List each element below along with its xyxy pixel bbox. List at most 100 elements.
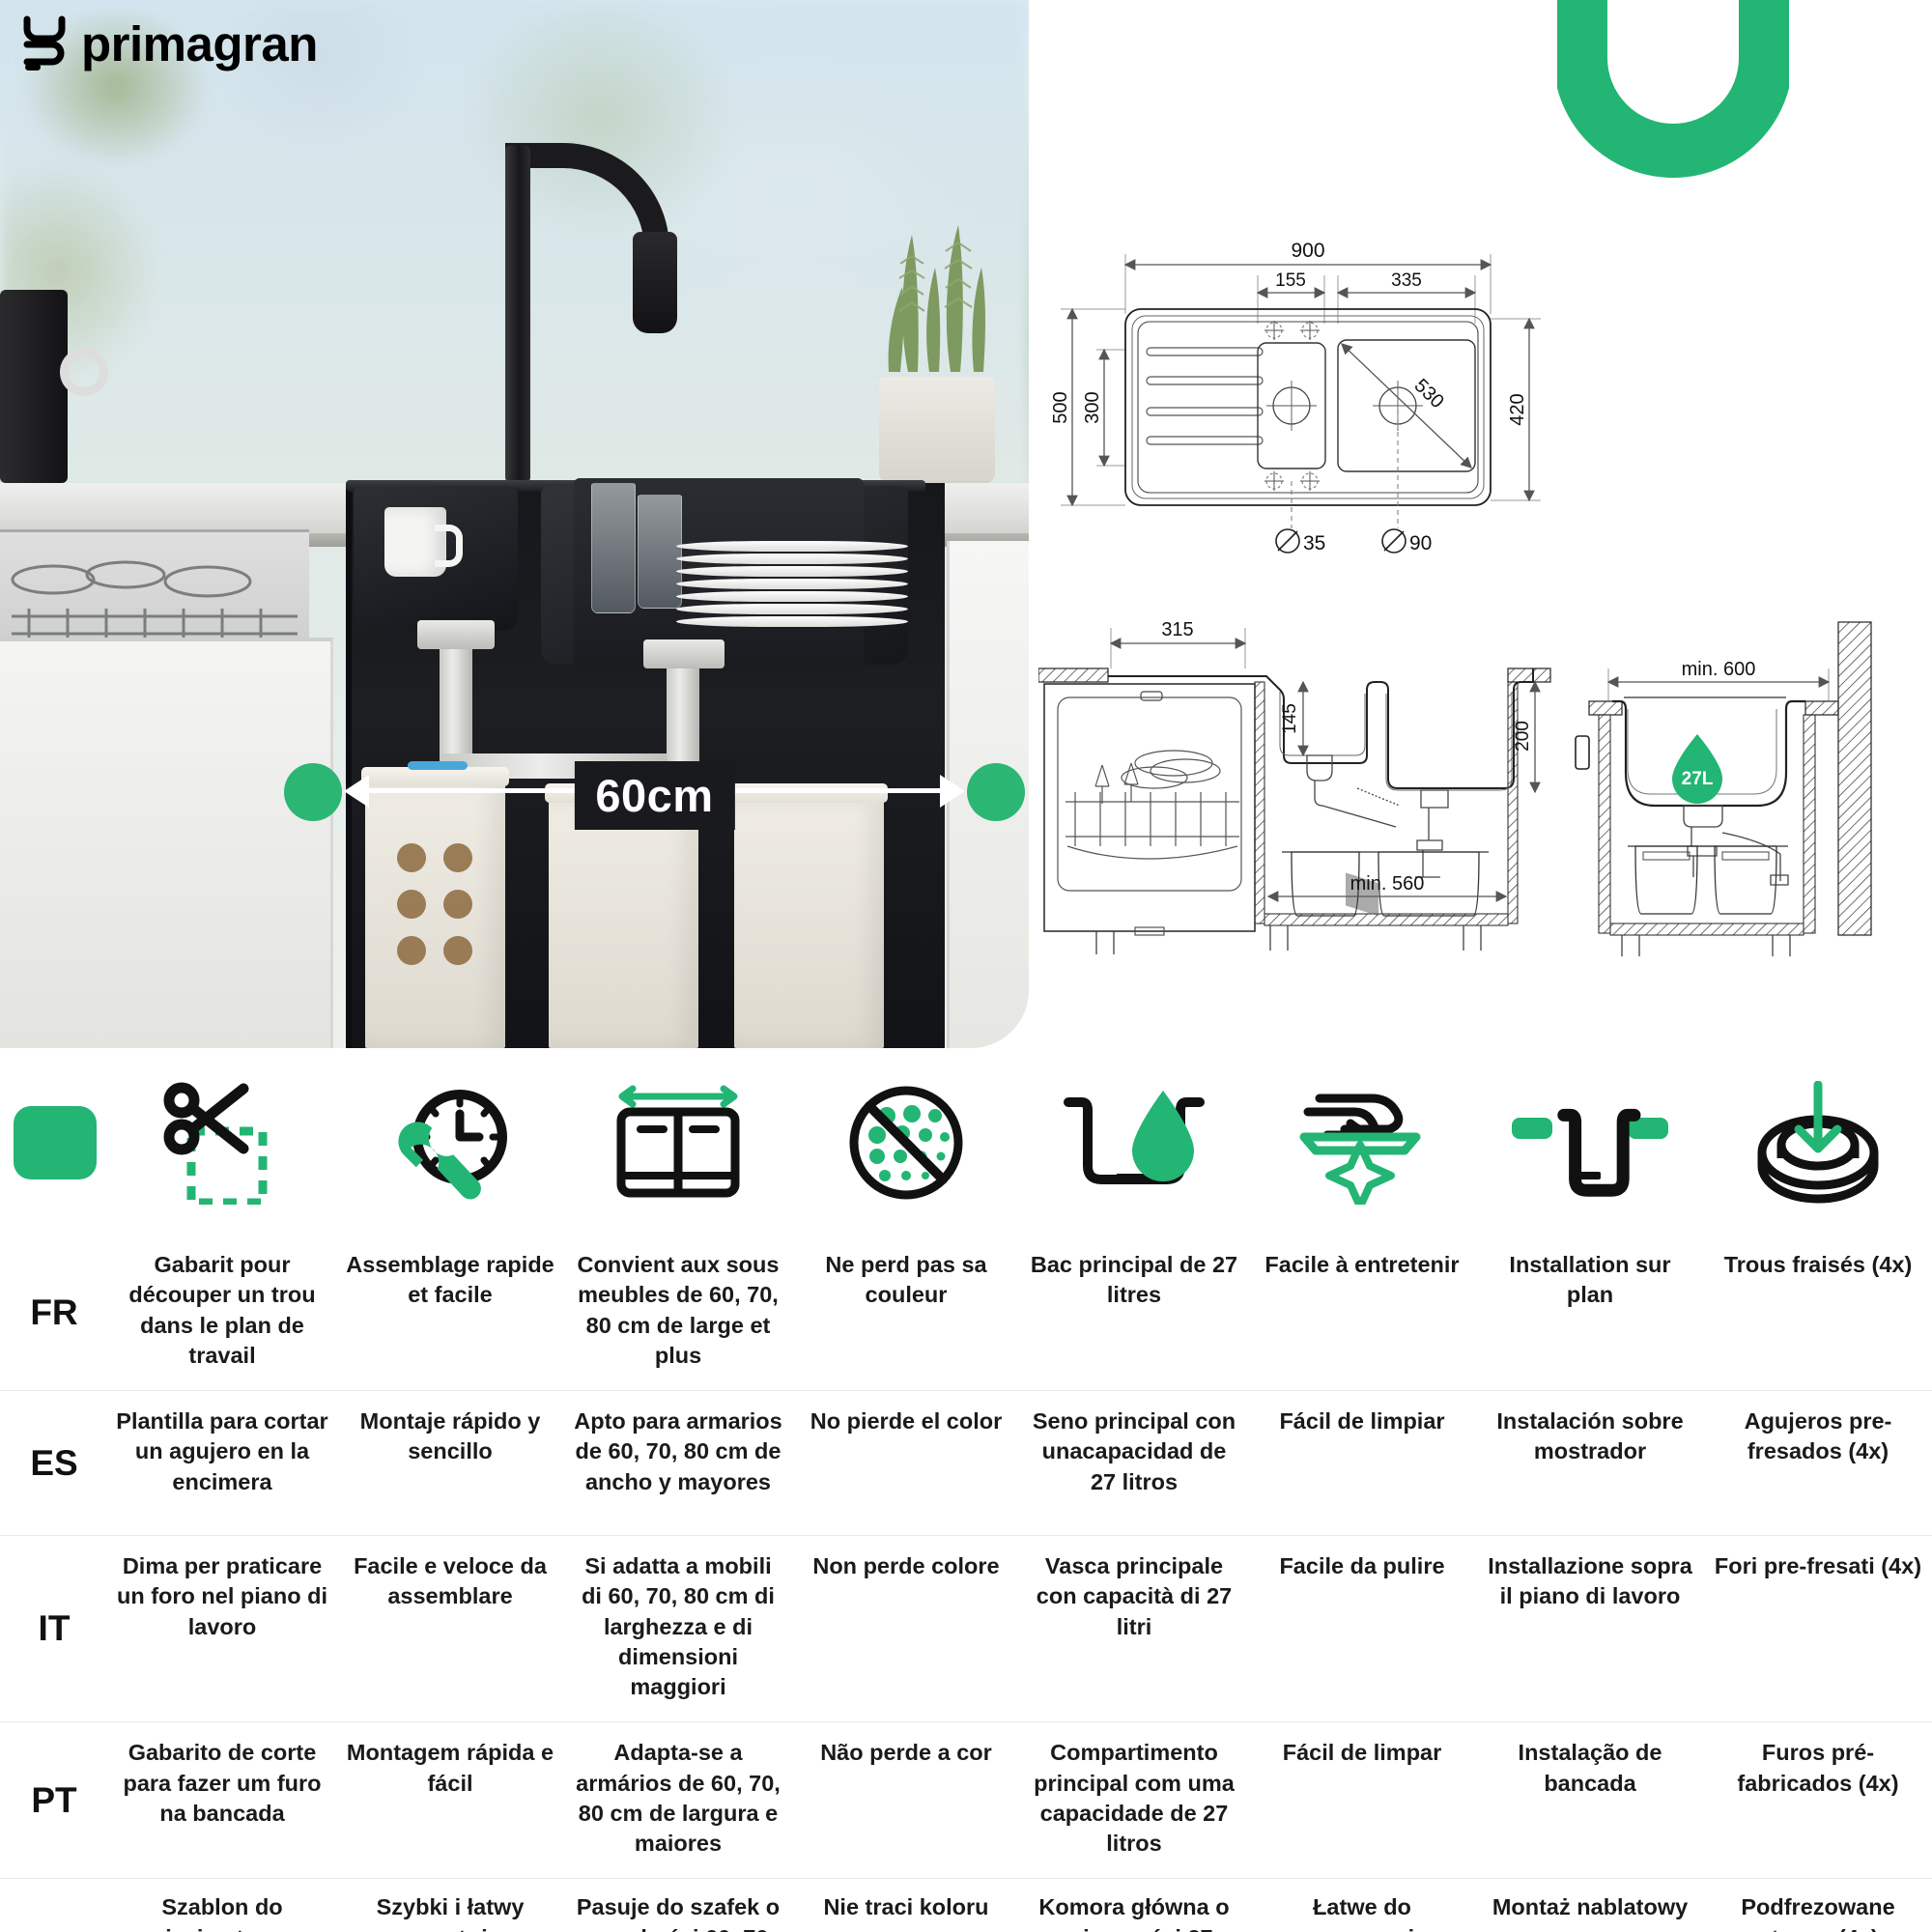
feature-text: Podfrezowane otwory (4x): [1741, 1894, 1895, 1932]
measure-arrow-left: [344, 775, 369, 808]
svg-text:155: 155: [1275, 270, 1306, 291]
feature-text: Gabarito de corte para fazer um furo na …: [123, 1740, 322, 1826]
feature-text: Vasca principale con capacità di 27 litr…: [1036, 1553, 1233, 1639]
waste-bin: [545, 783, 702, 1048]
svg-text:900: 900: [1291, 240, 1324, 262]
drain-pipe: [440, 638, 472, 763]
feature-text: Apto para armarios de 60, 70, 80 cm de a…: [574, 1408, 782, 1494]
brand-logo: primagran: [23, 15, 318, 71]
feature-text: Gabarit pour découper un trou dans le pl…: [128, 1252, 316, 1368]
feature-text: Plantilla para cortar un agujero en la e…: [116, 1408, 328, 1494]
table-row: FR Gabarit pour découper un trou dans le…: [0, 1235, 1932, 1390]
svg-text:27L: 27L: [1682, 769, 1714, 789]
feature-text: Szablon do wycięcia otworu w blacie: [123, 1894, 322, 1932]
brand-name: primagran: [81, 15, 318, 71]
feature-text: Installazione sopra il piano di lavoro: [1488, 1553, 1692, 1609]
no-fade-icon: [849, 1086, 963, 1199]
lang-code: IT: [38, 1608, 71, 1649]
section-right-drawing: min. 600: [1575, 621, 1872, 956]
feature-text: Montagem rápida e fácil: [346, 1740, 554, 1796]
svg-text:145: 145: [1280, 703, 1300, 734]
feature-text: Facile à entretenir: [1264, 1252, 1460, 1277]
dim-315: 315: [1109, 619, 1247, 649]
svg-text:500: 500: [1050, 391, 1071, 423]
icon-cell-clean: [1248, 1053, 1476, 1232]
feature-text: Instalação de bancada: [1518, 1740, 1662, 1796]
milled-hole-arrow-icon: [1757, 1080, 1879, 1203]
dishwasher-door: [0, 638, 333, 1048]
capacity-badge-27l: 27L: [1672, 734, 1722, 804]
feature-text: Facile e veloce da assemblare: [354, 1553, 547, 1609]
feature-text: Instalación sobre mostrador: [1496, 1408, 1684, 1464]
svg-text:min. 560: min. 560: [1350, 873, 1425, 895]
dim-530: 530: [1341, 343, 1472, 469]
table-row: PT Gabarito de corte para fazer um furo …: [0, 1721, 1932, 1878]
feature-text: Szybki i łatwy montaż: [376, 1894, 525, 1932]
feature-text: Não perde a cor: [820, 1740, 992, 1766]
feature-text: Ne perd pas sa couleur: [825, 1252, 987, 1308]
measure-end-left: [284, 763, 342, 821]
drinking-glass: [638, 495, 682, 609]
feature-text: Dima per praticare un foro nel piano di …: [116, 1553, 327, 1639]
cavity-edge: [346, 483, 352, 1048]
plan-view-drawing: 900 155 335 500: [1050, 240, 1541, 554]
color-swatch-icon: [14, 1105, 97, 1179]
dim-335: 335: [1336, 270, 1477, 298]
dim-155: 155: [1256, 270, 1326, 298]
feature-text: Nie traci koloru: [823, 1894, 989, 1920]
sink-waterdrop-icon: [1064, 1090, 1205, 1184]
feature-text: Convient aux sous meubles de 60, 70, 80 …: [577, 1252, 780, 1368]
lang-code: FR: [30, 1292, 78, 1332]
icon-cell-holes: [1704, 1053, 1932, 1232]
svg-text:335: 335: [1391, 270, 1422, 291]
measure-end-right: [967, 763, 1025, 821]
waste-bin: [361, 761, 509, 1048]
svg-text:300: 300: [1082, 391, 1103, 423]
plant-pot: [879, 377, 995, 483]
feature-text: Trous fraisés (4x): [1723, 1252, 1913, 1277]
dim-420: 420: [1507, 317, 1535, 502]
feature-text: Si adatta a mobili di 60, 70, 80 cm di l…: [582, 1553, 775, 1699]
sink-strainer: [643, 639, 724, 668]
dim-min-560: min. 560: [1266, 873, 1508, 902]
feature-text: Fori pre-fresati (4x): [1714, 1553, 1922, 1578]
icon-cell-lang-spacer: [0, 1053, 108, 1232]
soap-dispenser: [0, 290, 68, 483]
icon-cell-capacity: [1020, 1053, 1248, 1232]
svg-text:90: 90: [1409, 532, 1432, 554]
table-row: IT Dima per praticare un foro nel piano …: [0, 1535, 1932, 1721]
table-row: ES Plantilla para cortar un agujero en l…: [0, 1390, 1932, 1535]
measure-label: 60cm: [574, 761, 735, 830]
svg-text:35: 35: [1303, 532, 1325, 554]
feature-text: Facile da pulire: [1279, 1553, 1445, 1578]
icon-cell-colorfast: [792, 1053, 1020, 1232]
hand-clean-sparkle-icon: [1299, 1094, 1421, 1205]
lang-code: ES: [30, 1442, 78, 1483]
table-row: PL Szablon do wycięcia otworu w blacie S…: [0, 1878, 1932, 1932]
dishwasher-basket: [10, 541, 299, 647]
feature-text: Fácil de limpar: [1282, 1740, 1442, 1766]
feature-text: Fácil de limpiar: [1279, 1408, 1445, 1434]
drinking-glass: [591, 483, 636, 613]
svg-text:315: 315: [1161, 619, 1193, 640]
icon-cell-install: [1476, 1053, 1704, 1232]
faucet-column: [505, 145, 530, 483]
dim-min-600: min. 600: [1606, 659, 1831, 688]
icon-cell-cabinet: [564, 1053, 792, 1232]
measure-arrow-right: [940, 775, 965, 808]
svg-text:420: 420: [1507, 393, 1528, 425]
wrench-clock-icon: [398, 1089, 507, 1199]
svg-text:min. 600: min. 600: [1682, 659, 1756, 680]
waste-bin: [730, 783, 888, 1048]
coffee-mug: [384, 507, 463, 577]
dim-145: 145: [1280, 680, 1309, 757]
feature-text: Assemblage rapide et facile: [346, 1252, 554, 1308]
feature-icon-row: [0, 1053, 1932, 1232]
brand-u-watermark: [1553, 0, 1793, 203]
multilingual-feature-table: FR Gabarit pour découper un trou dans le…: [0, 1235, 1932, 1932]
feature-text: Seno principal con unacapacidad de 27 li…: [1032, 1408, 1236, 1494]
width-measure-60cm: 60cm: [284, 761, 1025, 830]
hero-photo: 60cm: [0, 0, 1029, 1048]
drain-pipe-main: [667, 657, 699, 771]
